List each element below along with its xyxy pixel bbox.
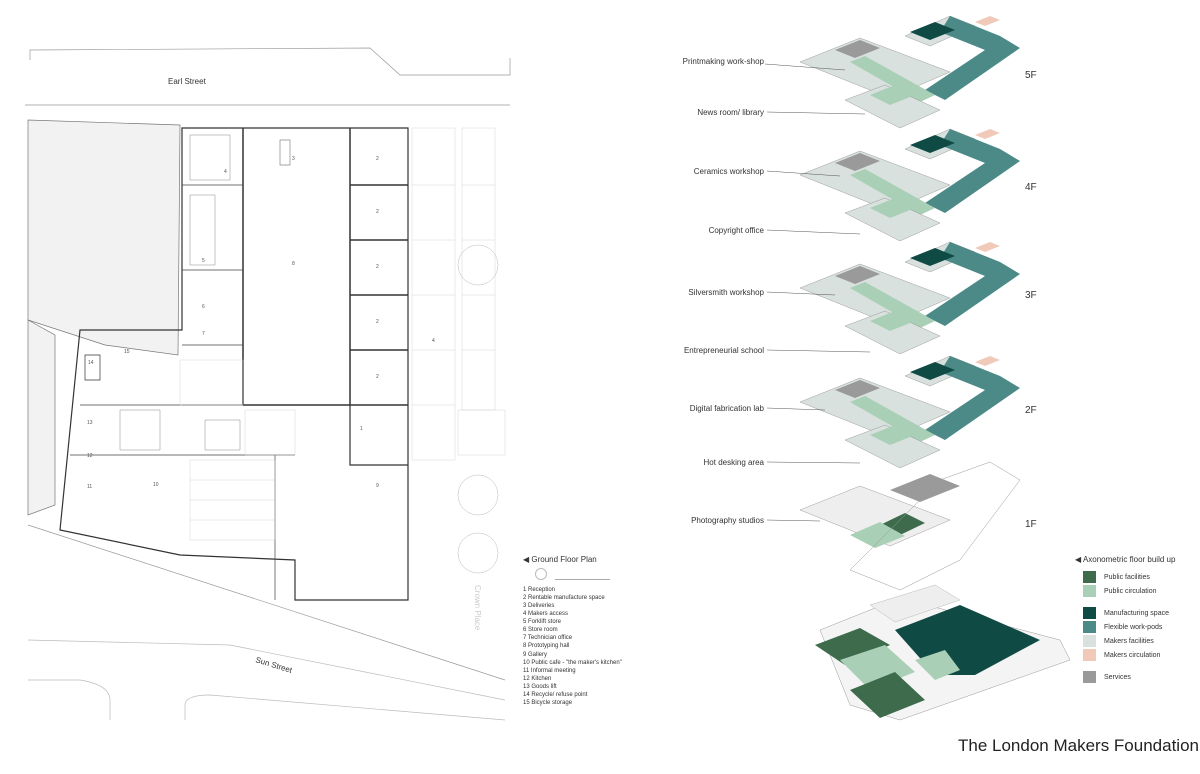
room-number: 9 bbox=[376, 483, 379, 489]
room-number: 10 bbox=[153, 482, 159, 488]
plan-legend-item: 4 Makers access bbox=[523, 611, 569, 618]
plan-legend-item: 12 Kitchen bbox=[523, 675, 552, 682]
floor-label-4f: 4F bbox=[1025, 182, 1037, 193]
legend-label: Makers circulation bbox=[1104, 651, 1161, 659]
room-number: 2 bbox=[376, 209, 379, 215]
axo-legend-item: Manufacturing space bbox=[1083, 606, 1175, 620]
room-number: 3 bbox=[292, 156, 295, 162]
axo-legend-item: Public facilities bbox=[1083, 570, 1175, 584]
room-number: 12 bbox=[87, 453, 93, 459]
street-label-sun: Sun Street bbox=[254, 655, 294, 675]
floor-ground bbox=[815, 584, 1071, 721]
axo-legend-item: Makers circulation bbox=[1083, 648, 1175, 662]
scale-bar bbox=[555, 578, 610, 580]
floor-label-1f: 1F bbox=[1025, 519, 1037, 530]
plan-legend-item: 6 Store room bbox=[523, 627, 558, 634]
plan-legend-item: 7 Technician office bbox=[523, 635, 573, 642]
label-silversmith: Silversmith workshop bbox=[688, 288, 764, 297]
room-number: 1 bbox=[360, 426, 363, 432]
north-arrow-icon bbox=[535, 567, 547, 580]
room-number: 13 bbox=[87, 420, 93, 426]
axo-labels bbox=[764, 63, 871, 522]
legend-swatch bbox=[1083, 671, 1096, 683]
plan-legend-item: 14 Recycle/ refuse point bbox=[523, 692, 588, 699]
legend-label: Services bbox=[1104, 673, 1131, 681]
legend-swatch bbox=[1083, 635, 1096, 647]
axo-legend-item: Services bbox=[1083, 670, 1175, 684]
room-number: 2 bbox=[376, 264, 379, 270]
floor-label-2f: 2F bbox=[1025, 405, 1037, 416]
legend-swatch bbox=[1083, 571, 1096, 583]
legend-swatch bbox=[1083, 607, 1096, 619]
room-number: 6 bbox=[202, 304, 205, 310]
floor-1f bbox=[799, 461, 1021, 591]
axo-legend: ◀ Axonometric floor build up Public faci… bbox=[1075, 555, 1175, 684]
room-number: 4 bbox=[224, 169, 227, 175]
room-number: 2 bbox=[376, 156, 379, 162]
plan-legend-item: 10 Public cafe - "the maker's kitchen" bbox=[523, 659, 622, 666]
room-number: 7 bbox=[202, 331, 205, 337]
label-entrepreneurial: Entrepreneurial school bbox=[684, 346, 764, 355]
room-number: 4 bbox=[432, 338, 435, 344]
floor-label-5f: 5F bbox=[1025, 70, 1037, 81]
north-arrow-scale bbox=[523, 566, 622, 586]
floor-3f bbox=[799, 241, 1021, 355]
project-title: The London Makers Foundation bbox=[958, 736, 1199, 755]
legend-label: Public circulation bbox=[1104, 587, 1157, 595]
floor-5f bbox=[799, 15, 1021, 129]
room-numbers: 3 2 2 2 2 2 4 4 5 6 7 8 1 9 10 11 12 13 … bbox=[87, 156, 435, 490]
plan-legend-item: 3 Deliveries bbox=[523, 602, 555, 609]
room-number: 2 bbox=[376, 319, 379, 325]
label-printmaking: Printmaking work-shop bbox=[683, 57, 765, 66]
floor-label-3f: 3F bbox=[1025, 290, 1037, 301]
axo-legend-item: Flexible work-pods bbox=[1083, 620, 1175, 634]
floor-2f bbox=[799, 355, 1021, 469]
legend-label: Flexible work-pods bbox=[1104, 623, 1163, 631]
plan-legend-item: 8 Prototyping hall bbox=[523, 643, 570, 650]
room-number: 11 bbox=[87, 484, 92, 490]
axo-legend-title: ◀ Axonometric floor build up bbox=[1075, 555, 1176, 564]
plan-legend-item: 2 Rentable manufacture space bbox=[523, 594, 605, 601]
legend-label: Makers facilities bbox=[1104, 637, 1154, 645]
axo-legend-item: Makers facilities bbox=[1083, 634, 1175, 648]
legend-swatch bbox=[1083, 585, 1096, 597]
label-digital-fabrication: Digital fabrication lab bbox=[690, 404, 765, 413]
floor-4f bbox=[799, 128, 1021, 242]
plan-legend-item: 5 Forklift store bbox=[523, 619, 562, 626]
label-photography: Photography studios bbox=[691, 516, 764, 525]
plan-legend-item: 1 Reception bbox=[523, 586, 556, 593]
label-ceramics: Ceramics workshop bbox=[694, 167, 765, 176]
legend-swatch bbox=[1083, 649, 1096, 661]
room-number: 8 bbox=[292, 261, 295, 267]
legend-swatch bbox=[1083, 621, 1096, 633]
legend-label: Public facilities bbox=[1104, 573, 1150, 581]
axo-legend-item: Public circulation bbox=[1083, 584, 1175, 598]
plan-legend-title: ◀ Ground Floor Plan bbox=[523, 555, 597, 564]
plan-legend-item: 11 Informal meeting bbox=[523, 667, 576, 674]
street-label-earl: Earl Street bbox=[168, 77, 207, 86]
label-copyright: Copyright office bbox=[709, 226, 765, 235]
room-number: 2 bbox=[376, 374, 379, 380]
room-number: 14 bbox=[88, 360, 94, 366]
plan-legend-item: 13 Goods lift bbox=[523, 683, 557, 690]
label-news-room: News room/ library bbox=[697, 108, 764, 117]
room-number: 5 bbox=[202, 258, 205, 264]
street-label-crown: Crown Place bbox=[473, 585, 482, 631]
ground-floor-plan bbox=[25, 47, 511, 721]
plan-legend-item: 9 Gallery bbox=[523, 651, 548, 658]
plan-legend-item: 15 Bicycle storage bbox=[523, 700, 573, 707]
room-number: 15 bbox=[124, 349, 130, 355]
axonometric-floors bbox=[799, 15, 1071, 721]
legend-label: Manufacturing space bbox=[1104, 609, 1169, 617]
label-hot-desking: Hot desking area bbox=[704, 458, 765, 467]
